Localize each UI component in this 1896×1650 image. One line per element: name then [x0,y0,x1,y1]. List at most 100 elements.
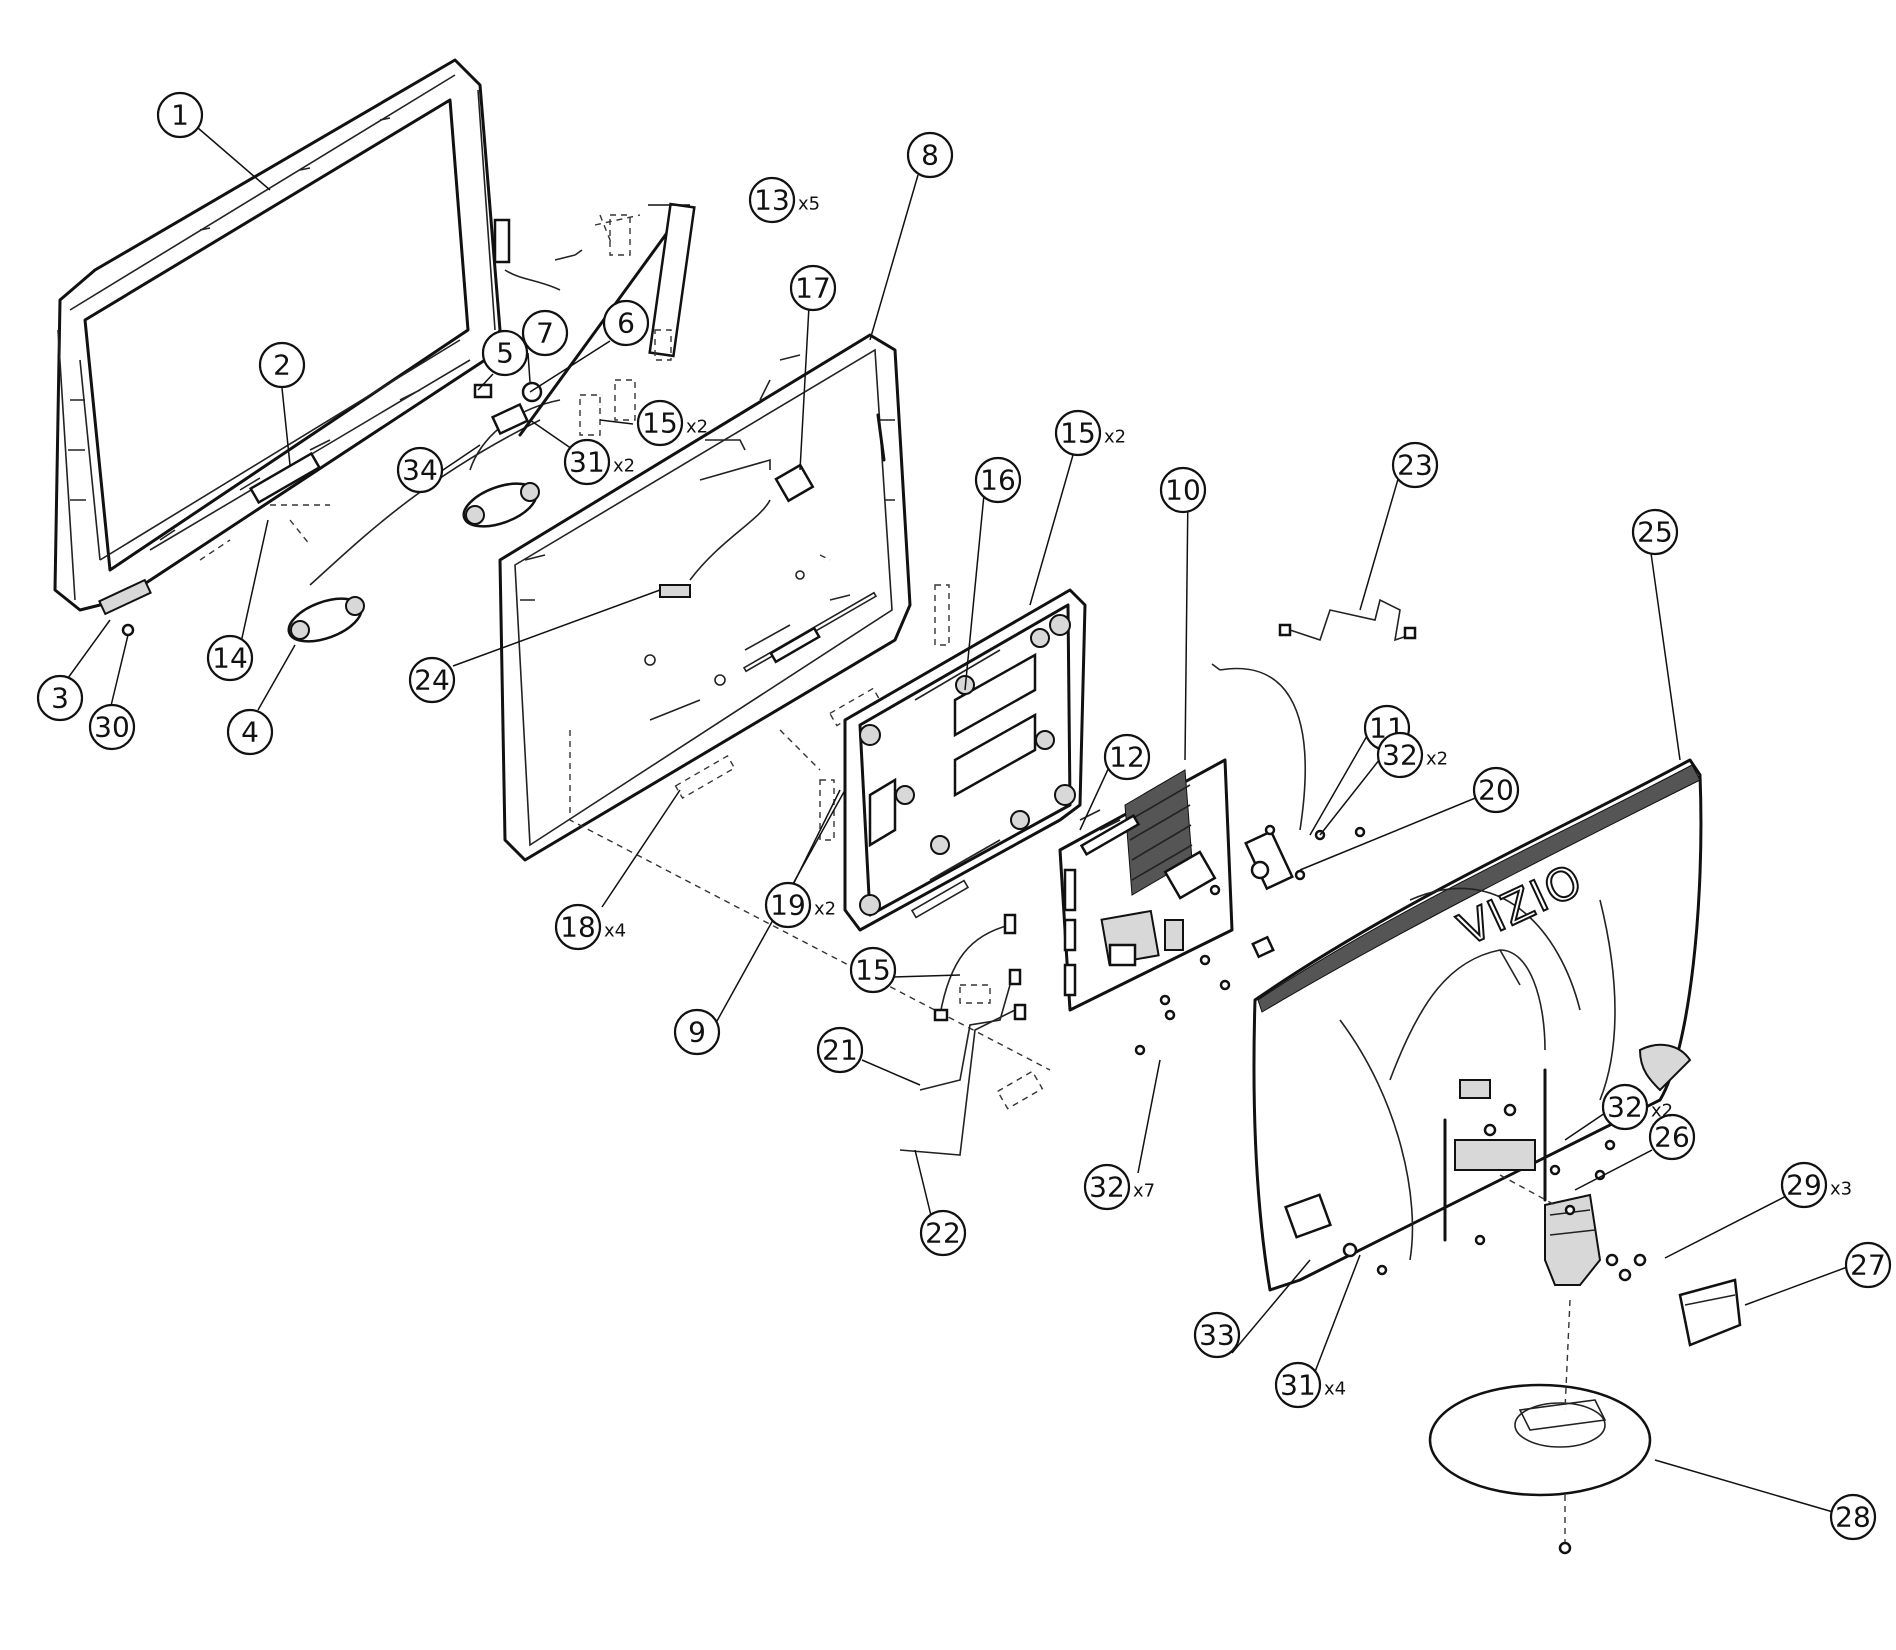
callout-number: 20 [1478,774,1514,807]
callout-number: 32 [1382,739,1418,772]
callout-number: 1 [171,99,189,132]
callout-31b: 31 x4 [1274,1361,1346,1409]
callout-number: 29 [1786,1169,1822,1202]
callout-number: 31 [1280,1369,1316,1402]
callout-15c: 15 [849,946,897,994]
ir-board [98,578,152,637]
main-board [1058,758,1234,1012]
callout-quantity: x2 [613,456,635,477]
callout-number: 21 [822,1034,858,1067]
callout-32c: 32 x7 [1083,1163,1155,1211]
callout-number: 7 [536,317,554,350]
callout-quantity: x5 [798,194,820,215]
callout-number: 3 [51,682,69,715]
callout-32a: 32 x2 [1376,731,1448,779]
callout-number: 19 [770,889,806,922]
callout-13: 13 x5 [748,176,820,224]
callout-number: 4 [241,716,259,749]
callout-number: 15 [855,954,891,987]
callout-quantity: x2 [686,417,708,438]
callout-8: 8 [906,131,954,179]
callout-number: 14 [212,642,248,675]
callout-6: 6 [602,299,650,347]
power-board [1211,663,1366,959]
callout-number: 32 [1089,1171,1125,1204]
callout-quantity: x2 [1651,1101,1673,1122]
callout-number: 28 [1835,1501,1871,1534]
callout-15b: 15 x2 [1054,409,1126,457]
callout-number: 33 [1199,1319,1235,1352]
callout-26: 26 [1648,1113,1696,1161]
callout-23: 23 [1391,441,1439,489]
callout-number: 25 [1637,516,1673,549]
callout-28: 28 [1829,1493,1877,1541]
lcd-panel [498,333,912,862]
callout-quantity: x2 [1426,749,1448,770]
stand-cap [1678,1278,1742,1347]
callout-24: 24 [408,656,456,704]
speaker-left [287,419,541,643]
callout-number: 12 [1109,741,1145,774]
callout-1: 1 [156,91,204,139]
callout-number: 34 [402,454,438,487]
callout-number: 15 [1060,417,1096,450]
callout-leaders [67,127,1851,1513]
callout-number: 22 [925,1217,961,1250]
bezel-bottom-internals [149,359,471,561]
stand-neck [1499,1174,1647,1286]
tape-pieces-top [554,214,672,436]
callout-27: 27 [1844,1241,1892,1289]
callout-quantity: x4 [1324,1379,1346,1400]
callout-number: 32 [1607,1091,1643,1124]
callout-17: 17 [789,264,837,312]
callout-quantity: x4 [604,921,626,942]
callout-18: 18 x4 [554,903,626,951]
stand-base [1428,1299,1652,1555]
callout-number: 16 [980,464,1016,497]
callout-10: 10 [1159,466,1207,514]
callout-3: 3 [36,674,84,722]
callout-20: 20 [1472,766,1520,814]
loose-screws [1134,1009,1616,1276]
callout-22: 22 [919,1209,967,1257]
callout-number: 31 [569,446,605,479]
callout-number: 30 [94,711,130,744]
callout-9: 9 [673,1008,721,1056]
callout-number: 15 [642,407,678,440]
callout-32b: 32 x2 [1601,1083,1673,1131]
callout-34: 34 [396,446,444,494]
callout-number: 26 [1654,1121,1690,1154]
callout-number: 17 [795,272,831,305]
callout-quantity: x7 [1133,1181,1155,1202]
callout-number: 13 [754,184,790,217]
callout-2: 2 [258,341,306,389]
callout-number: 2 [273,349,291,382]
callout-7: 7 [521,309,569,357]
rear-chassis [843,588,1087,932]
callout-number: 27 [1850,1249,1886,1282]
callout-30: 30 [88,703,136,751]
cables [759,354,1417,1156]
callout-31a: 31 x2 [563,438,635,486]
callout-5: 5 [481,329,529,377]
callout-4: 4 [226,708,274,756]
callout-21: 21 [816,1026,864,1074]
callout-number: 5 [496,337,514,370]
callout-number: 18 [560,911,596,944]
callout-16: 16 [974,456,1022,504]
callout-number: 10 [1165,474,1201,507]
callout-number: 9 [688,1016,706,1049]
callout-number: 6 [617,307,635,340]
callout-14: 14 [206,634,254,682]
callout-25: 25 [1631,508,1679,556]
callout-15a: 15 x2 [636,399,708,447]
callout-quantity: x2 [1104,427,1126,448]
callout-number: 23 [1397,449,1433,482]
callout-number: 24 [414,664,450,697]
callout-33: 33 [1193,1311,1241,1359]
callout-number: 8 [921,139,939,172]
callout-12: 12 [1103,733,1151,781]
